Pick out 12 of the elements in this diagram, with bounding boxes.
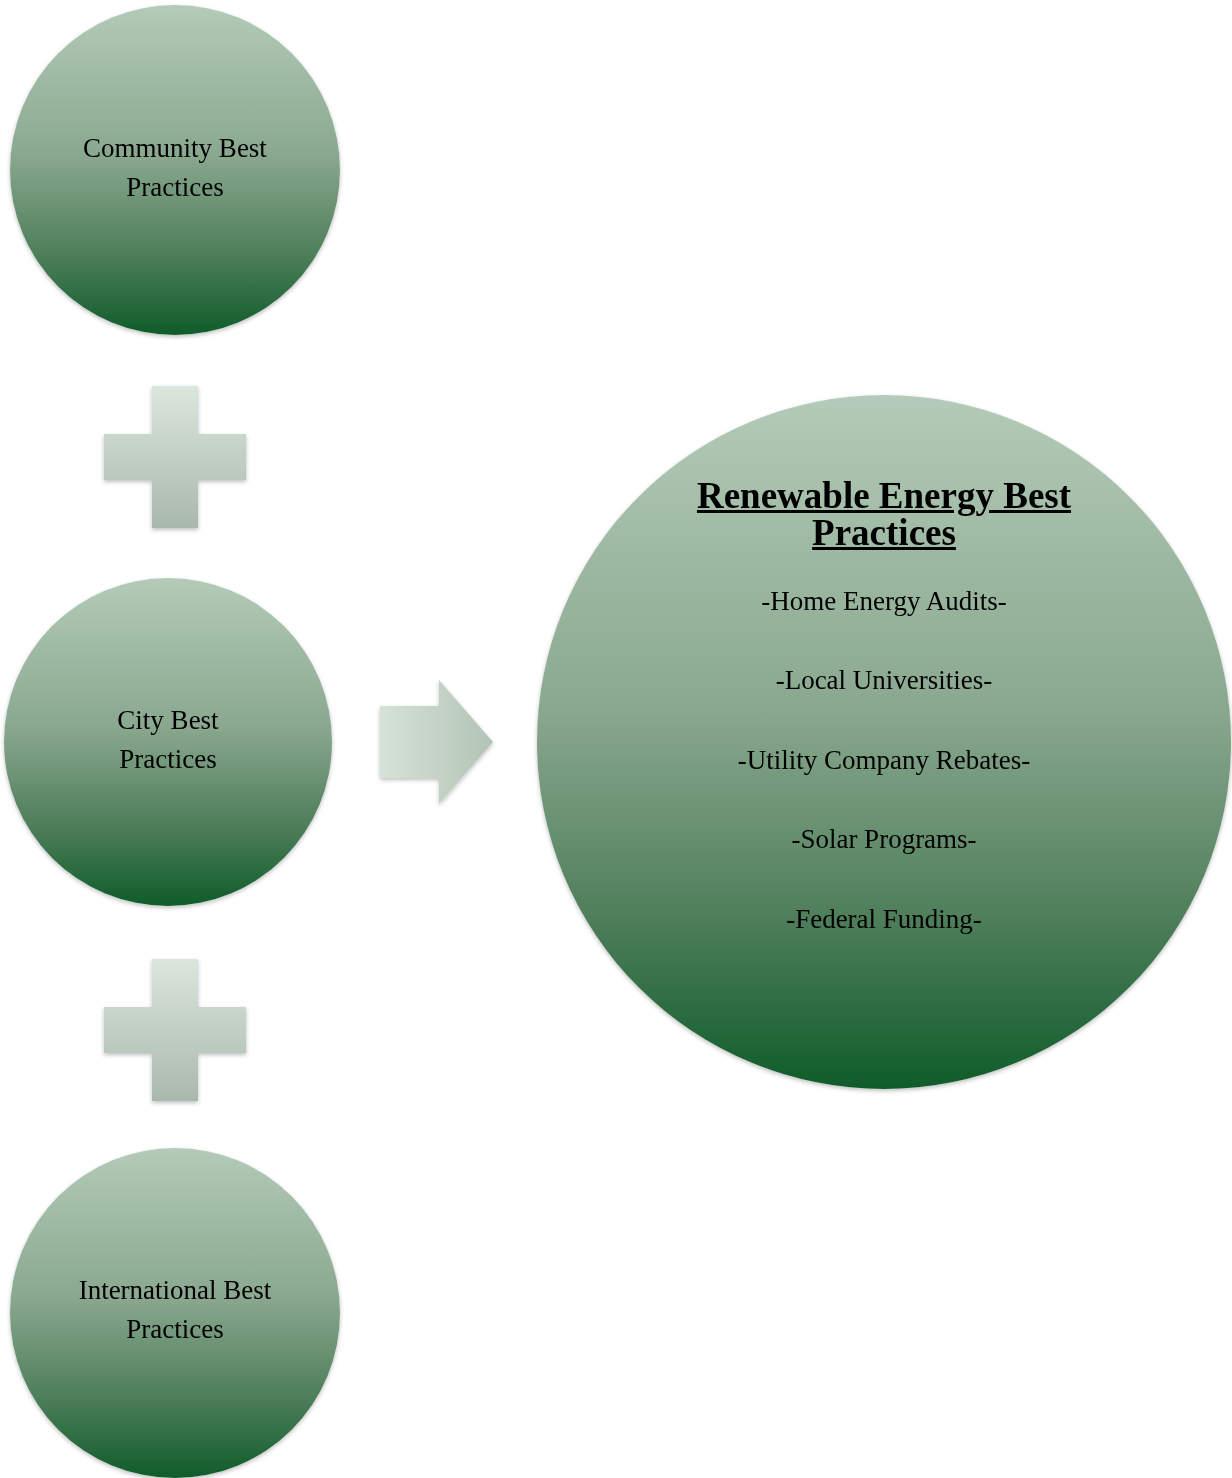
node-label: Community Best Practices — [82, 131, 268, 204]
heading: Renewable Energy Best Practices — [695, 477, 1073, 551]
list-item: -Solar Programs- — [791, 823, 977, 856]
list-item: -Home Energy Audits- — [761, 585, 1007, 618]
node-label: International Best Practices — [77, 1273, 273, 1346]
list-item: -Utility Company Rebates- — [737, 743, 1031, 777]
plus-sign — [104, 959, 246, 1101]
node-label: City Best Practices — [116, 703, 220, 776]
list-item: -Local Universities- — [775, 664, 993, 697]
block-arrow — [380, 680, 493, 804]
list-item: -Federal Funding- — [786, 902, 982, 935]
plus-sign — [104, 386, 246, 528]
